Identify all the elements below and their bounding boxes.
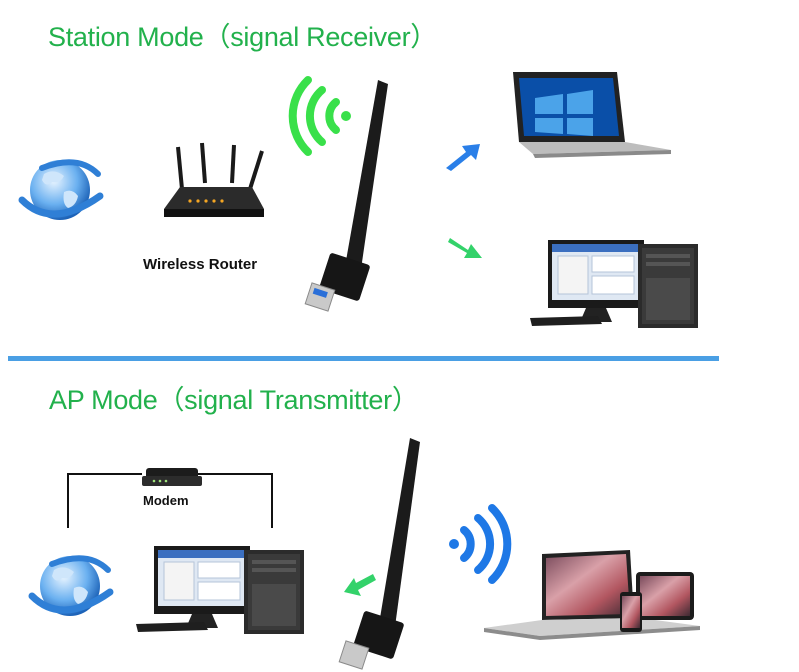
router-icon [164, 142, 264, 217]
desktop-pc-icon [136, 546, 304, 634]
router-label: Wireless Router [143, 256, 258, 273]
wifi-signal-icon [288, 76, 351, 156]
globe-icon [18, 159, 104, 220]
arrow-to-desktop [448, 238, 482, 258]
arrow-to-desktop-ap [344, 574, 376, 596]
modem-connection-line [67, 473, 273, 528]
arrow-to-laptop [446, 144, 480, 171]
modem-label: Modem [143, 493, 189, 508]
section-divider [8, 356, 719, 361]
globe-icon [28, 555, 114, 616]
wifi-signal-icon [449, 504, 512, 584]
ap-mode-heading: AP Mode（signal Transmitter） [49, 385, 419, 415]
station-mode-heading: Station Mode（signal Receiver） [48, 22, 437, 52]
modem-icon [142, 468, 202, 486]
devices-icon [484, 550, 700, 640]
usb-wifi-adapter [338, 438, 420, 670]
desktop-pc-icon [530, 240, 698, 328]
laptop-icon [513, 72, 671, 158]
usb-wifi-adapter [304, 80, 388, 312]
